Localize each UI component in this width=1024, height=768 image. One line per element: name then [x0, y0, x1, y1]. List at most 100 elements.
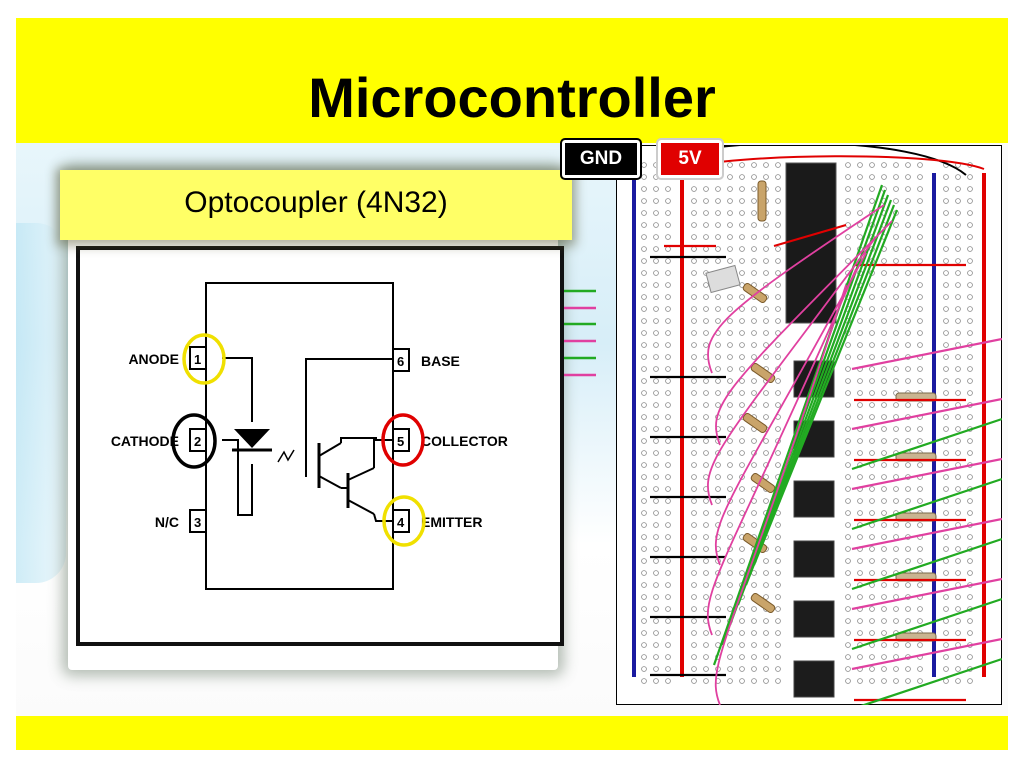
breadboard-hole: [763, 342, 769, 348]
breadboard-hole: [869, 606, 875, 612]
breadboard-hole: [869, 450, 875, 456]
breadboard-hole: [751, 522, 757, 528]
breadboard-hole: [775, 234, 781, 240]
breadboard-hole: [691, 330, 697, 336]
breadboard-hole: [917, 522, 923, 528]
breadboard-hole: [893, 366, 899, 372]
resistor: [742, 412, 768, 434]
breadboard-hole: [955, 426, 961, 432]
pin-label-nc: N/C: [155, 514, 179, 530]
breadboard-hole: [967, 222, 973, 228]
breadboard-hole: [943, 366, 949, 372]
breadboard-hole: [715, 486, 721, 492]
breadboard-hole: [857, 498, 863, 504]
breadboard-hole: [641, 426, 647, 432]
breadboard-hole: [905, 498, 911, 504]
breadboard-hole: [691, 306, 697, 312]
breadboard-hole: [775, 318, 781, 324]
breadboard-hole: [665, 234, 671, 240]
breadboard-hole: [691, 642, 697, 648]
breadboard-hole: [665, 222, 671, 228]
breadboard-hole: [955, 558, 961, 564]
breadboard-hole: [881, 594, 887, 600]
breadboard-hole: [775, 558, 781, 564]
breadboard-hole: [917, 366, 923, 372]
breadboard-hole: [775, 378, 781, 384]
breadboard-hole: [703, 438, 709, 444]
breadboard-hole: [691, 570, 697, 576]
breadboard-hole: [775, 426, 781, 432]
breadboard-hole: [751, 654, 757, 660]
breadboard-hole: [641, 222, 647, 228]
red-wire: [773, 223, 847, 248]
breadboard-hole: [763, 678, 769, 684]
breadboard-hole: [665, 522, 671, 528]
breadboard-hole: [665, 390, 671, 396]
breadboard-hole: [881, 330, 887, 336]
breadboard-hole: [751, 630, 757, 636]
breadboard-hole: [943, 474, 949, 480]
breadboard-hole: [763, 318, 769, 324]
breadboard-hole: [653, 390, 659, 396]
breadboard-hole: [881, 522, 887, 528]
breadboard-hole: [691, 666, 697, 672]
breadboard-hole: [751, 270, 757, 276]
breadboard-hole: [955, 534, 961, 540]
breadboard-hole: [955, 258, 961, 264]
breadboard-hole: [845, 258, 851, 264]
breadboard-hole: [775, 246, 781, 252]
breadboard-hole: [653, 678, 659, 684]
breadboard-hole: [691, 618, 697, 624]
breadboard-hole: [917, 270, 923, 276]
breadboard-hole: [943, 654, 949, 660]
breadboard-hole: [955, 414, 961, 420]
breadboard-hole: [967, 318, 973, 324]
breadboard-hole: [881, 666, 887, 672]
breadboard-hole: [955, 618, 961, 624]
breadboard-hole: [703, 390, 709, 396]
breadboard-hole: [641, 606, 647, 612]
breadboard-hole: [653, 570, 659, 576]
breadboard-hole: [845, 246, 851, 252]
breadboard-hole: [715, 510, 721, 516]
breadboard-hole: [881, 174, 887, 180]
breadboard-hole: [893, 222, 899, 228]
breadboard-hole: [665, 498, 671, 504]
breadboard-hole: [715, 630, 721, 636]
breadboard-hole: [715, 402, 721, 408]
breadboard-hole: [739, 234, 745, 240]
breadboard-hole: [955, 486, 961, 492]
breadboard-hole: [893, 246, 899, 252]
breadboard-hole: [653, 258, 659, 264]
breadboard-hole: [955, 570, 961, 576]
breadboard-hole: [905, 522, 911, 528]
breadboard-hole: [857, 198, 863, 204]
breadboard-hole: [917, 558, 923, 564]
breadboard-hole: [845, 354, 851, 360]
breadboard-hole: [967, 246, 973, 252]
breadboard-hole: [775, 270, 781, 276]
breadboard-hole: [715, 258, 721, 264]
breadboard-hole: [739, 678, 745, 684]
breadboard-hole: [727, 678, 733, 684]
breadboard-hole: [893, 498, 899, 504]
breadboard-hole: [751, 582, 757, 588]
breadboard-hole: [943, 222, 949, 228]
breadboard-hole: [641, 246, 647, 252]
breadboard-hole: [691, 354, 697, 360]
breadboard-hole: [739, 474, 745, 480]
breadboard-hole: [943, 414, 949, 420]
breadboard-hole: [763, 234, 769, 240]
breadboard-hole: [869, 666, 875, 672]
breadboard-hole: [641, 354, 647, 360]
breadboard-hole: [955, 330, 961, 336]
breadboard-hole: [943, 198, 949, 204]
breadboard-hole: [881, 378, 887, 384]
breadboard-hole: [845, 450, 851, 456]
resistor: [750, 472, 776, 494]
breadboard-hole: [881, 354, 887, 360]
breadboard-hole: [665, 210, 671, 216]
breadboard-hole: [653, 402, 659, 408]
breadboard-hole: [739, 486, 745, 492]
breadboard-hole: [869, 162, 875, 168]
